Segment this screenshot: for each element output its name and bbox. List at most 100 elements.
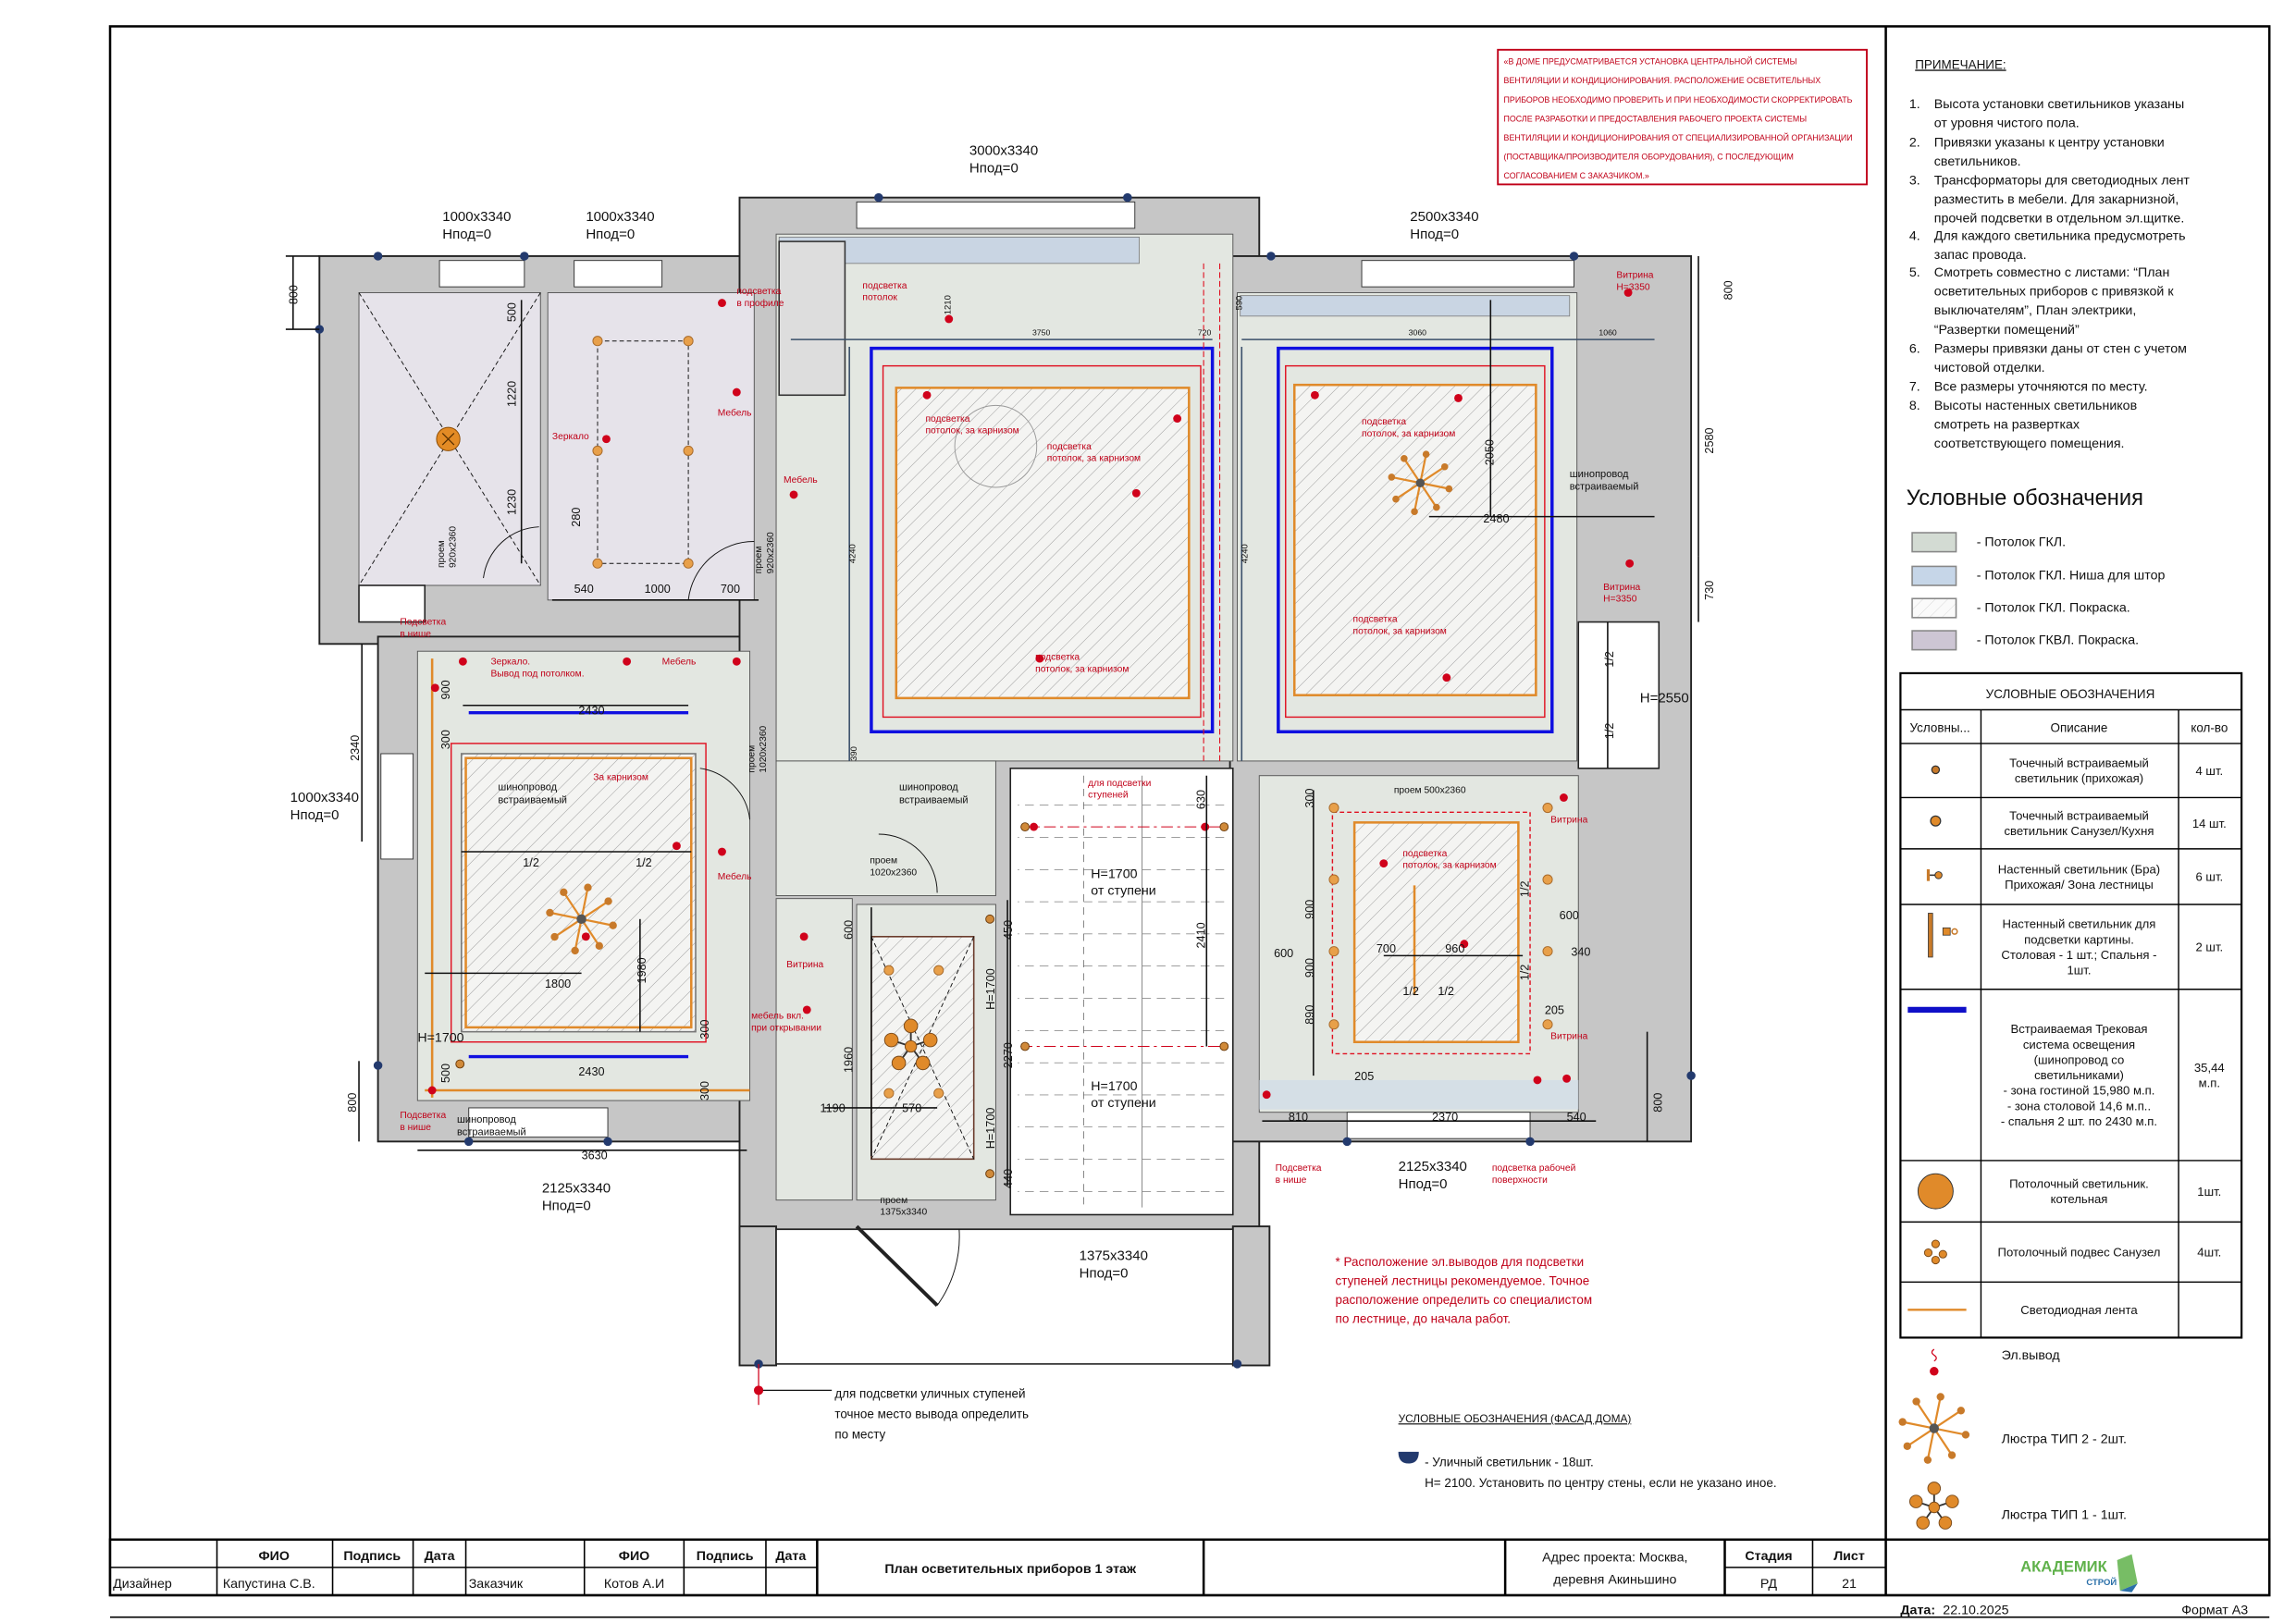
outdoor-light-icon <box>754 1359 763 1369</box>
wall-porch-right <box>1231 1225 1271 1367</box>
callout-text: Подсветка <box>400 618 446 628</box>
outdoor-light-icon <box>1686 1071 1696 1080</box>
callout-text: потолок, за карнизом <box>925 426 1018 436</box>
chandelier-type1-icon <box>1908 1482 1959 1530</box>
table-description: Прихожая/ Зона лестницы <box>2005 878 2154 891</box>
electrical-outlet-icon <box>458 657 467 666</box>
note-number: 5. <box>1909 265 1920 280</box>
table-qty: 35,44 <box>2194 1061 2225 1075</box>
stairs-note-line: расположение определить со специалистом <box>1336 1293 1593 1307</box>
plan-text: Hпод=0 <box>442 227 491 242</box>
callout-text: подсветка <box>1362 417 1406 427</box>
callout-text: потолок, за карнизом <box>1362 429 1455 439</box>
dimension-value: 1/2 <box>1603 651 1616 668</box>
dimension-value: 700 <box>1376 942 1396 955</box>
ventilation-note-line: ВЕНТИЛЯЦИИ И КОНДИЦИОНИРОВАНИЯ ОТ СПЕЦИА… <box>1504 132 1853 142</box>
extra-legend-label: Люстра ТИП 1 - 1шт. <box>2002 1508 2127 1523</box>
table-header-qty: кол-во <box>2191 720 2228 734</box>
plan-text: встраиваемый <box>498 794 567 805</box>
plan-text: 1020x2360 <box>870 868 917 879</box>
dimension-value: 600 <box>1560 909 1579 922</box>
electrical-outlet-icon <box>1173 414 1182 424</box>
wall-sconce-icon <box>985 914 994 924</box>
note-text: от уровня чистого пола. <box>1934 117 2080 131</box>
plan-labels: 1000x3340Hпод=01000x3340Hпод=03000x3340H… <box>290 143 1689 1282</box>
ventilation-note-line: (ПОСТАВЩИКА/ПРОИЗВОДИТЕЛЯ ОБОРУДОВАНИЯ),… <box>1504 152 1794 161</box>
dimension-value: 2050 <box>1483 439 1496 465</box>
window <box>380 753 414 860</box>
ventilation-note-line: «В ДОМЕ ПРЕДУСМАТРИВАЕТСЯ УСТАНОВКА ЦЕНТ… <box>1504 56 1797 67</box>
dimension-value: 810 <box>1289 1111 1308 1124</box>
plan-text: от ступени <box>1091 1096 1155 1111</box>
note-text: осветительных приборов с привязкой к <box>1934 285 2175 300</box>
outdoor-light-icon <box>1342 1137 1352 1147</box>
extra-legend: Эл.вывод Люстра ТИП 2 - 2шт. Люстра ТИП … <box>1898 1348 2127 1530</box>
plan-label: Зеркало.Вывод под потолком. <box>490 657 584 679</box>
notes-title: ПРИМЕЧАНИЕ: <box>1915 57 2006 71</box>
callout-text: в профиле <box>736 298 784 309</box>
plan-text: H=1700 <box>417 1031 463 1046</box>
plan-text: шинопровод <box>1570 469 1629 480</box>
extra-legend-label: Эл.вывод <box>2002 1348 2061 1363</box>
dimension-value: 540 <box>574 583 594 596</box>
callout-text: Витрина <box>1603 583 1640 593</box>
chandelier-type2-icon <box>546 883 617 955</box>
electrical-outlet-icon <box>718 299 726 308</box>
recessed-spot-icon <box>1328 1019 1339 1030</box>
recessed-spot-icon <box>933 1088 944 1099</box>
tb-stage-value: РД <box>1760 1577 1778 1592</box>
ventilation-note-line: СОГЛАСОВАНИЕМ С ЗАКАЗЧИКОМ.» <box>1504 171 1649 180</box>
dimension-value: 1980 <box>636 957 648 983</box>
tb-format: Формат А3 <box>2181 1604 2248 1618</box>
plan-label: проем 500x2360 <box>1394 786 1466 796</box>
note-text: смотреть на развертках <box>1934 418 2080 433</box>
recessed-spot-icon <box>1542 874 1553 885</box>
dimension-value: 3630 <box>582 1149 608 1162</box>
dimension-value: 1960 <box>842 1047 855 1073</box>
plan-text: 2125x3340 <box>1399 1159 1467 1174</box>
electrical-outlet-icon <box>802 1005 811 1014</box>
note-text: Размеры привязки даны от стен с учетом <box>1934 341 2187 356</box>
callout-text: подсветка <box>736 287 781 297</box>
dimension-value: 440 <box>1002 1169 1015 1188</box>
table-description: Столовая - 1 шт.; Спальня - <box>2001 948 2156 962</box>
recessed-spot-icon <box>592 336 603 347</box>
dimension-value: 900 <box>1303 900 1316 919</box>
callout-text: Зеркало. <box>490 657 530 667</box>
callout-text: мебель вкл. <box>751 1010 804 1021</box>
note-text: Смотреть совместно с листами: “План <box>1934 265 2170 280</box>
dimension-value: 600 <box>1274 947 1293 960</box>
plan-text: встраиваемый <box>1570 482 1639 493</box>
electrical-outlet-icon <box>799 932 809 941</box>
dimension-value: 1/2 <box>1518 880 1531 897</box>
dimension-value: 800 <box>1722 280 1734 300</box>
legend-title: Условные обозначения <box>1907 486 2143 510</box>
swatch-gkl <box>1911 532 1957 553</box>
table-description: подсветки картины. <box>2024 932 2134 946</box>
outdoor-light-icon <box>520 252 529 261</box>
callout-text: Витрина <box>1550 815 1587 825</box>
table-qty: 14 шт. <box>2192 817 2227 830</box>
plan-text: Hпод=0 <box>1399 1176 1448 1192</box>
plan-text: от ступени <box>1091 883 1155 898</box>
callout-text: подсветка <box>1402 849 1447 859</box>
recessed-spot-icon <box>1542 1019 1553 1030</box>
note-text: чистовой отделки. <box>1934 361 2045 375</box>
table-description: - спальня 2 шт. по 2430 м.п. <box>2001 1114 2157 1128</box>
electrical-outlet-icon <box>1035 654 1044 663</box>
outdoor-light-icon <box>373 1061 383 1070</box>
note-text: запас провода. <box>1934 248 2027 263</box>
plan-text: 3000x3340 <box>969 143 1038 159</box>
tb-sheet-title: План осветительных приборов 1 этаж <box>884 1562 1137 1577</box>
dimension-value: 800 <box>288 285 301 304</box>
plan-text: 920x2360 <box>766 532 776 573</box>
chandelier-type1-icon <box>883 1018 938 1071</box>
